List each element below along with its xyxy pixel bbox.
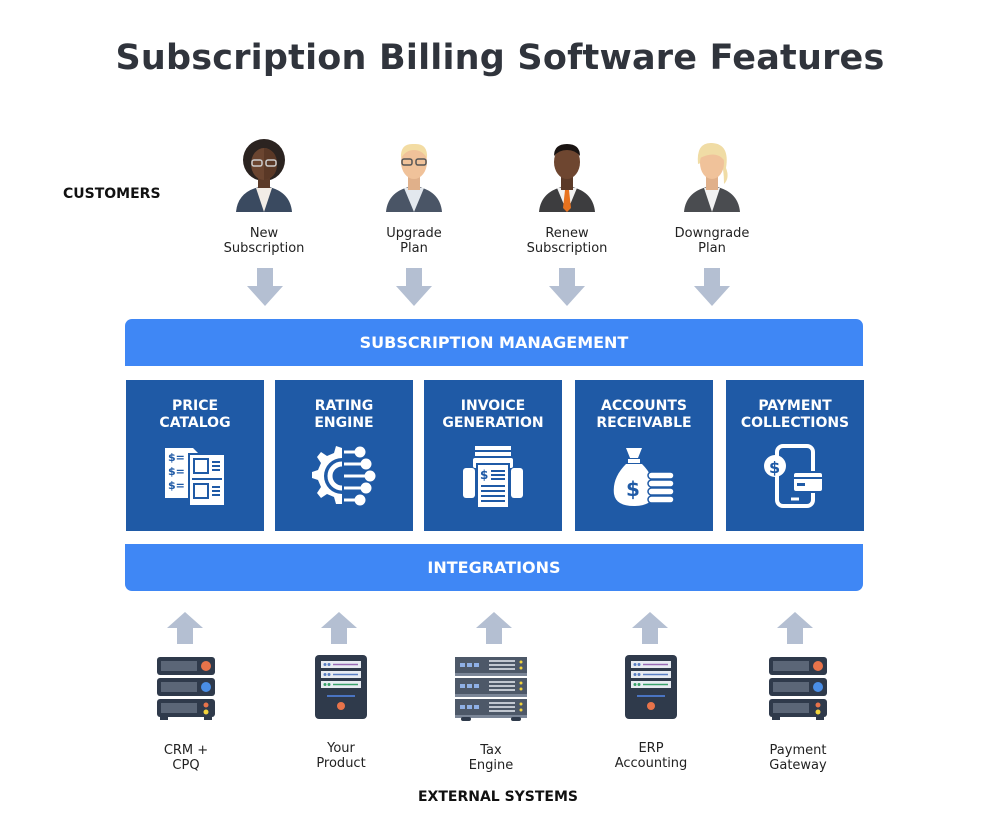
arrow-down-icon [396, 268, 432, 306]
external-system-erp-accounting: ERP Accounting [581, 655, 721, 771]
customer-label: New Subscription [223, 226, 305, 256]
external-system-your-product: Your Product [271, 655, 411, 771]
external-system-label: Payment Gateway [769, 743, 827, 773]
external-systems-label: EXTERNAL SYSTEMS [417, 789, 579, 805]
man-orange-tie-avatar [539, 144, 595, 212]
customer-downgrade-plan: Downgrade Plan [642, 138, 782, 256]
feature-label: PAYMENT COLLECTIONS [740, 398, 850, 431]
feature-label: INVOICE GENERATION [442, 398, 544, 431]
server-stack-icon [455, 657, 527, 721]
feature-payment-collections: PAYMENT COLLECTIONS $ [726, 380, 864, 531]
woman-curly-hair-avatar [236, 139, 292, 212]
external-system-tax-engine: Tax Engine [421, 655, 561, 773]
external-system-crm-cpq: CRM + CPQ [116, 655, 256, 773]
customers-label: CUSTOMERS [63, 186, 161, 202]
mobile-payment-icon: $ [764, 444, 824, 508]
woman-blonde-avatar [684, 142, 740, 212]
server-tower-icon [315, 655, 367, 719]
feature-label: ACCOUNTS RECEIVABLE [596, 398, 692, 431]
server-tower-icon [625, 655, 677, 719]
external-system-label: CRM + CPQ [163, 743, 209, 773]
feature-accounts-receivable: ACCOUNTS RECEIVABLE $ [575, 380, 713, 531]
invoice-printer-icon: $ [463, 446, 523, 508]
subscription-management-bar: SUBSCRIPTION MANAGEMENT [125, 319, 863, 366]
arrow-down-icon [549, 268, 585, 306]
customer-new-subscription: New Subscription [194, 138, 334, 256]
svg-text:$=: $= [168, 479, 185, 492]
external-system-label: Tax Engine [468, 743, 514, 773]
svg-text:$=: $= [168, 451, 185, 464]
price-list-icon: $=$=$= [165, 448, 226, 507]
external-system-payment-gateway: Payment Gateway [728, 655, 868, 773]
svg-text:$: $ [480, 468, 488, 482]
arrow-down-icon [694, 268, 730, 306]
svg-text:$=: $= [168, 465, 185, 478]
customer-label: Downgrade Plan [674, 226, 750, 256]
customer-upgrade-plan: Upgrade Plan [344, 138, 484, 256]
external-system-label: ERP Accounting [614, 741, 688, 771]
page-title: Subscription Billing Software Features [115, 38, 885, 78]
feature-invoice-generation: INVOICE GENERATION $ [424, 380, 562, 531]
feature-rating-engine: RATING ENGINE [275, 380, 413, 531]
arrow-up-icon [321, 612, 357, 644]
arrow-up-icon [632, 612, 668, 644]
external-system-label: Your Product [316, 741, 366, 771]
feature-price-catalog: PRICE CATALOG $=$=$= [126, 380, 264, 531]
arrow-up-icon [777, 612, 813, 644]
integrations-label: INTEGRATIONS [427, 558, 561, 577]
subscription-management-label: SUBSCRIPTION MANAGEMENT [359, 333, 629, 352]
customer-label: Upgrade Plan [386, 226, 442, 256]
arrow-down-icon [247, 268, 283, 306]
integrations-bar: INTEGRATIONS [125, 544, 863, 591]
money-bag-coins-icon: $ [613, 448, 675, 506]
customer-label: Renew Subscription [526, 226, 608, 256]
feature-label: RATING ENGINE [314, 398, 374, 431]
svg-text:$: $ [769, 458, 780, 477]
feature-label: PRICE CATALOG [159, 398, 231, 431]
arrow-up-icon [167, 612, 203, 644]
svg-text:$: $ [626, 477, 640, 501]
arrow-up-icon [476, 612, 512, 644]
customer-renew-subscription: Renew Subscription [497, 138, 637, 256]
man-blond-glasses-avatar [386, 143, 442, 212]
gear-circuit-icon [312, 446, 376, 506]
server-rack-icon [769, 657, 827, 720]
server-rack-icon [157, 657, 215, 720]
